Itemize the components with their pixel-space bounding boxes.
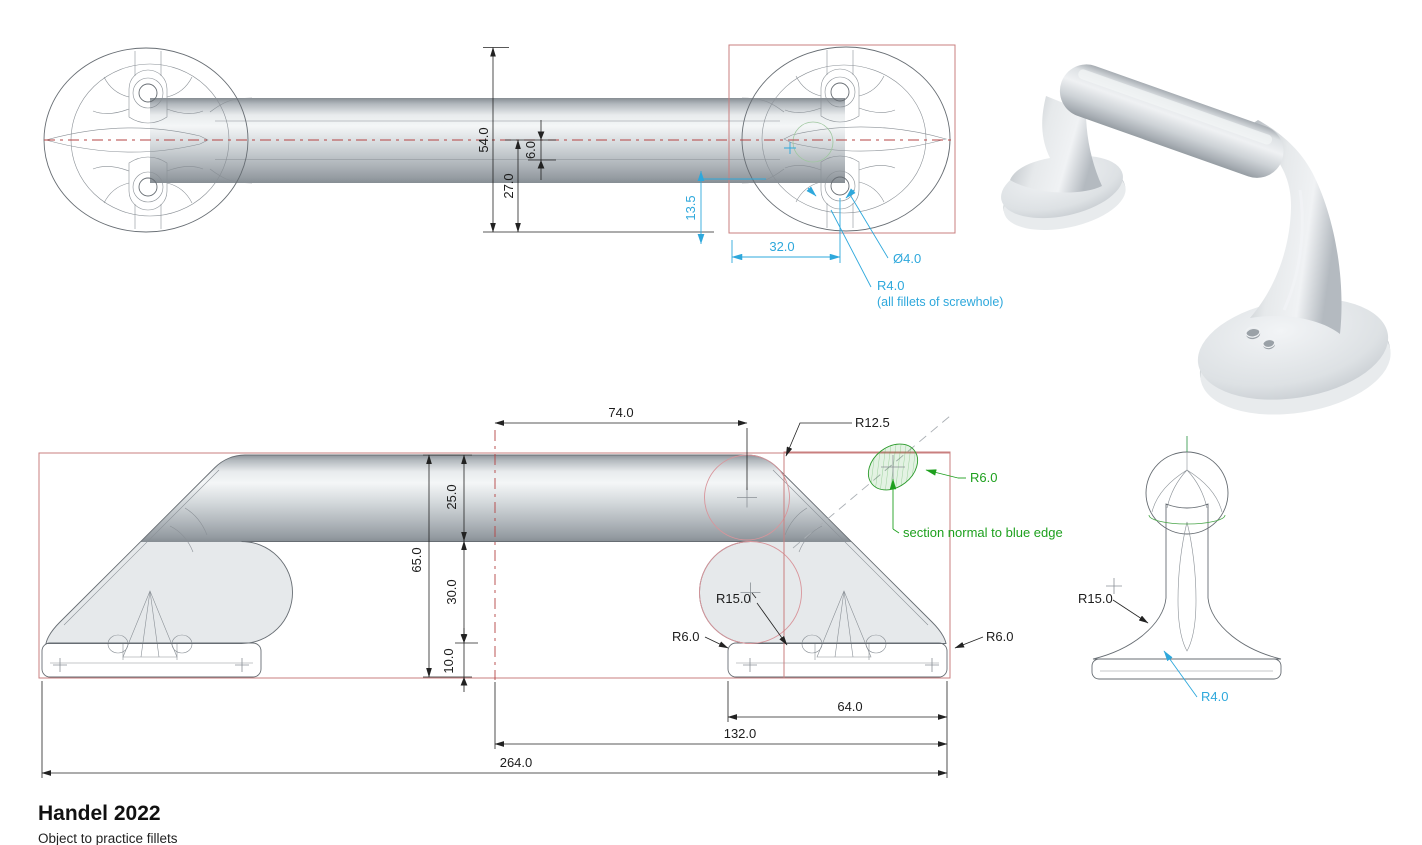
dim-r15-side: R15.0 (1078, 591, 1113, 606)
dim-10: 10.0 (441, 648, 456, 673)
side-view-blade (1177, 521, 1197, 652)
dim-r12-5: R12.5 (855, 415, 890, 430)
top-view-right-plate (741, 46, 951, 232)
top-view-dimensions: 54.0 27.0 6.0 13.5 32.0 Ø4.0 R4.0 (476, 47, 1003, 309)
section-note: section normal to blue edge (903, 525, 1063, 540)
dim-30: 30.0 (444, 579, 459, 604)
render-left-leg (1010, 96, 1102, 193)
dim-screw-fillet: R4.0 (877, 278, 904, 293)
construction-box-top (728, 44, 956, 234)
drawing-description: Object to practice fillets (38, 831, 178, 845)
front-view-left-base (41, 642, 262, 678)
title-block: Handel 2022 Object to practice fillets (38, 802, 178, 845)
dim-13-5: 13.5 (683, 195, 698, 220)
screw-lug (92, 51, 204, 124)
dim-264: 264.0 (500, 755, 533, 770)
dim-r4-side: R4.0 (1201, 689, 1228, 704)
dim-54: 54.0 (476, 127, 491, 152)
render-bar (1059, 64, 1284, 178)
top-view-bar (150, 98, 845, 183)
dim-65: 65.0 (409, 547, 424, 572)
dim-r6-left: R6.0 (672, 629, 699, 644)
section-axis (792, 415, 951, 549)
screw-boss (107, 590, 193, 658)
front-view-dimensions: R12.5 74.0 65.0 25.0 30.0 10.0 R15.0 R6.… (41, 405, 1013, 778)
render-right-base (1197, 298, 1391, 415)
front-view-right-base (727, 642, 948, 678)
screw-fillet-note: (all fillets of screwhole) (877, 295, 1003, 309)
section-trace-circle (792, 121, 834, 163)
screw-lug (784, 155, 896, 228)
dim-hole-diameter: Ø4.0 (893, 251, 921, 266)
section-normal: section normal to blue edge R6.0 (867, 443, 1063, 540)
dim-6: 6.0 (523, 141, 538, 159)
side-view-dimensions: R15.0 R4.0 (1078, 578, 1228, 704)
side-view: R15.0 R4.0 (1078, 436, 1282, 704)
drawing-title: Handel 2022 (38, 802, 161, 825)
dim-27: 27.0 (501, 173, 516, 198)
section-trace-arc (1148, 514, 1226, 525)
screw-lug (784, 50, 896, 123)
top-view-right-blade (783, 126, 948, 152)
dim-64: 64.0 (837, 699, 862, 714)
screw-boss (801, 590, 887, 658)
dim-r15-front: R15.0 (716, 591, 751, 606)
dim-74: 74.0 (608, 405, 633, 420)
front-view: section normal to blue edge R6.0 R12.5 7… (38, 405, 1063, 778)
side-view-stem (1092, 503, 1282, 660)
top-view-left-blade (44, 127, 209, 153)
perspective-render (1001, 64, 1391, 415)
dim-132: 132.0 (724, 726, 757, 741)
dim-32: 32.0 (769, 239, 794, 254)
screw-lug (92, 156, 204, 229)
render-right-leg (1243, 120, 1342, 334)
side-view-base (1091, 658, 1282, 680)
section-radius: R6.0 (970, 470, 997, 485)
dim-25: 25.0 (444, 484, 459, 509)
dim-r6-right: R6.0 (986, 629, 1013, 644)
top-view: 54.0 27.0 6.0 13.5 32.0 Ø4.0 R4.0 (43, 44, 1003, 309)
inner-radius-circle (699, 541, 802, 644)
construction-box-right-leg (783, 451, 951, 679)
